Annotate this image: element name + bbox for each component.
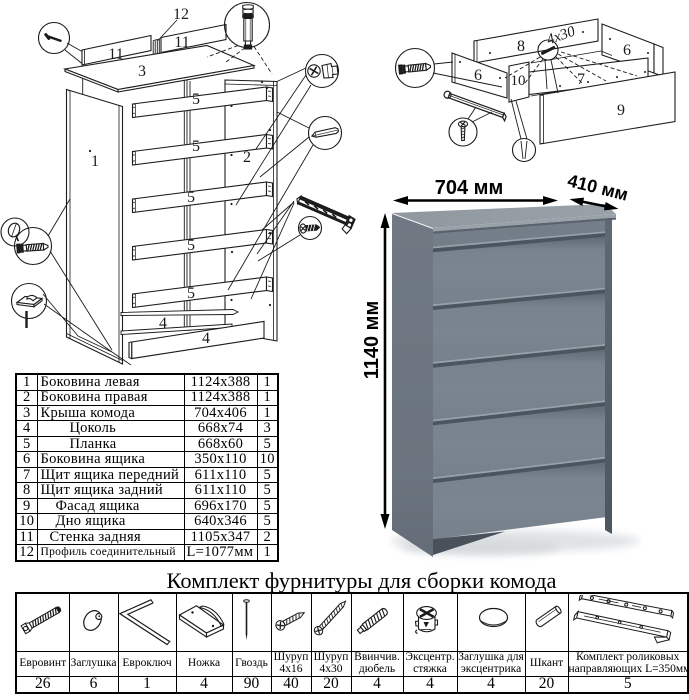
svg-text:4: 4 (202, 330, 210, 347)
svg-text:6: 6 (623, 42, 631, 59)
svg-text:10: 10 (511, 73, 526, 89)
svg-text:8: 8 (517, 38, 525, 55)
svg-text:4: 4 (159, 315, 167, 332)
svg-text:11: 11 (174, 34, 189, 51)
svg-text:12: 12 (173, 6, 189, 23)
svg-text:3: 3 (138, 63, 146, 80)
svg-text:5: 5 (192, 138, 200, 155)
svg-text:1: 1 (91, 153, 99, 170)
svg-text:5: 5 (187, 285, 195, 302)
svg-text:704 мм: 704 мм (435, 177, 504, 199)
svg-text:5: 5 (187, 237, 195, 254)
svg-text:5: 5 (187, 189, 195, 206)
svg-text:9: 9 (617, 102, 625, 119)
svg-text:6: 6 (474, 67, 482, 84)
svg-text:5: 5 (192, 91, 200, 108)
svg-text:7: 7 (577, 71, 585, 88)
svg-text:11: 11 (108, 46, 123, 63)
svg-text:1140 мм: 1140 мм (361, 301, 383, 380)
svg-text:2: 2 (243, 149, 251, 166)
